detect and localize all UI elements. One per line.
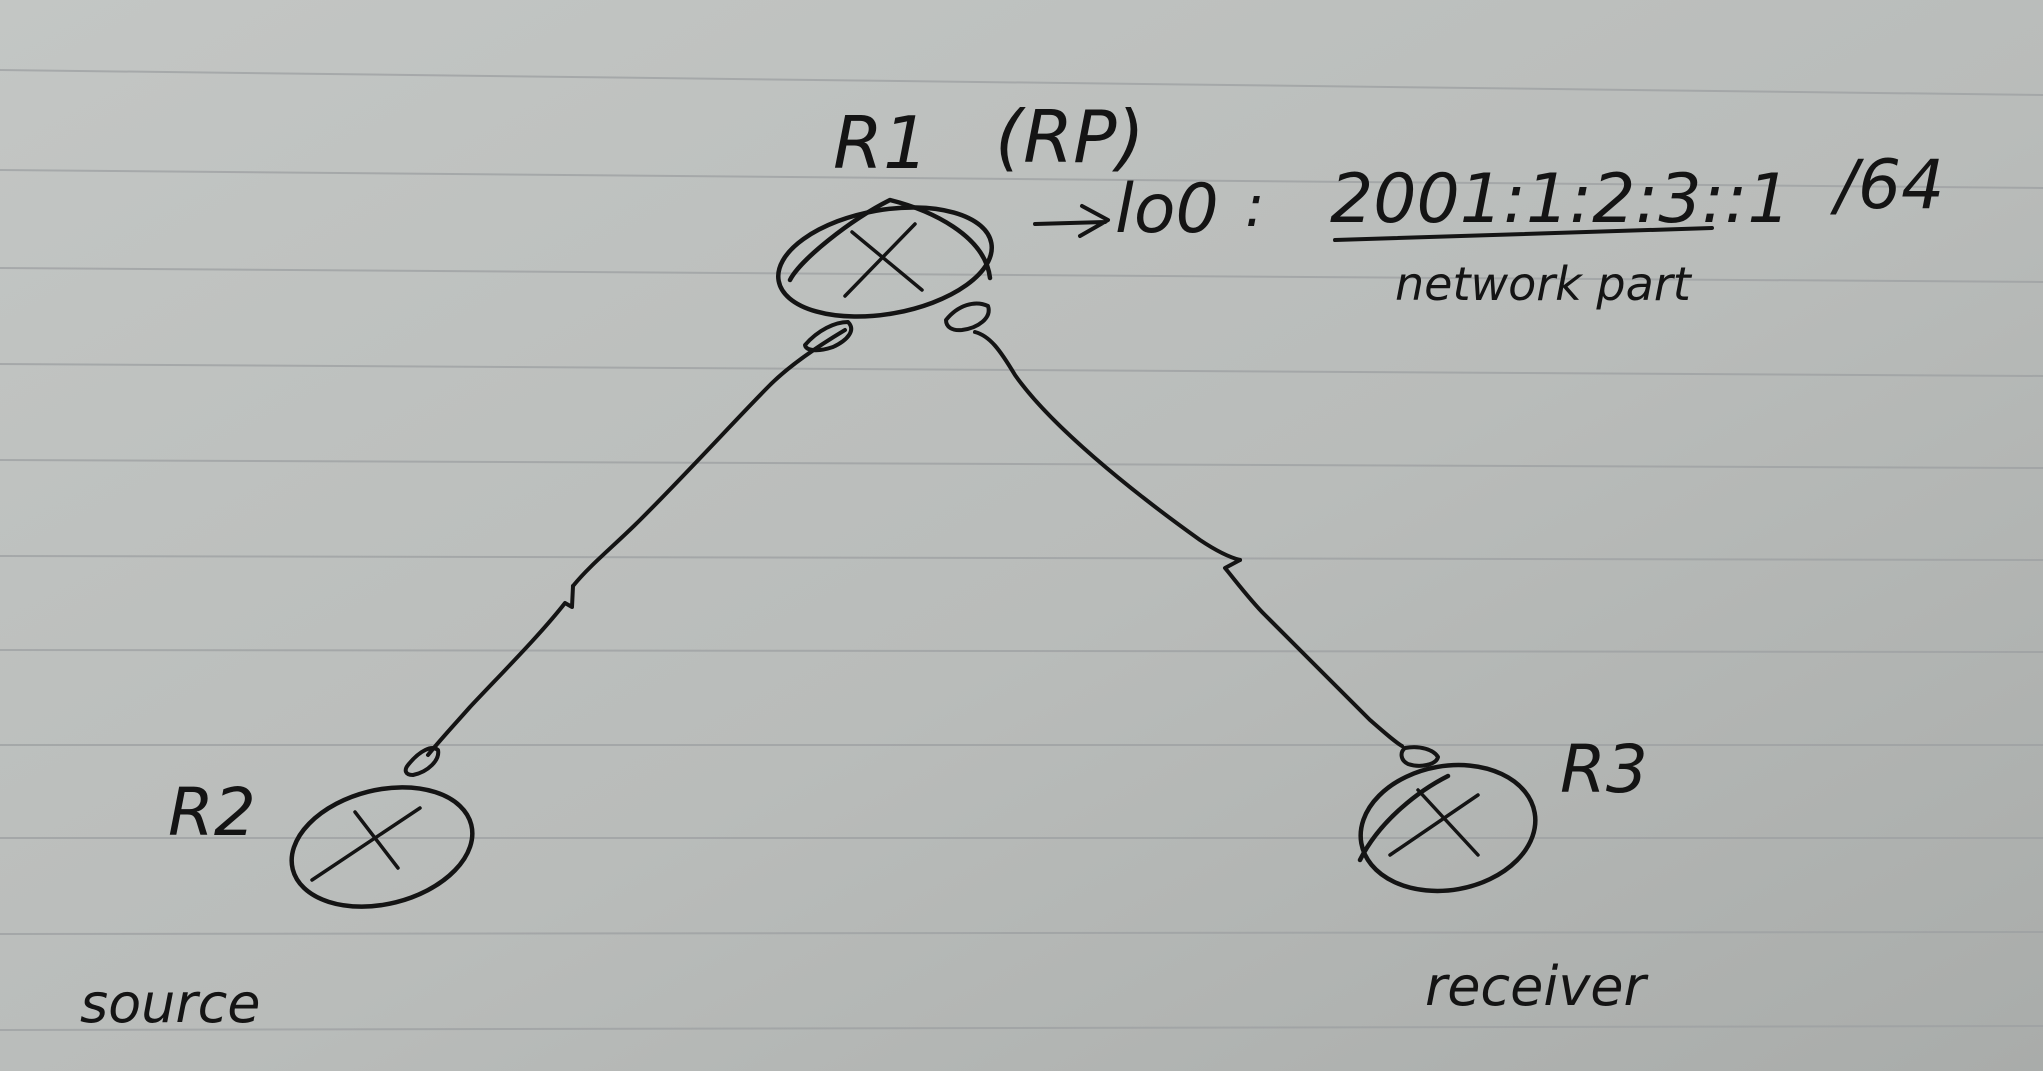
ruled-line <box>0 555 2043 561</box>
router-x-mark <box>843 222 924 298</box>
router-r1 <box>776 197 994 319</box>
ruled-line <box>0 459 2043 469</box>
router-r2-label: R2 <box>168 774 256 851</box>
loopback-interface: lo0 <box>1115 170 1219 249</box>
network-part-underline <box>1333 226 1714 242</box>
router-r2-role-label: source <box>80 972 261 1035</box>
router-r3-label: R3 <box>1560 731 1648 808</box>
ruled-line <box>0 1025 2043 1031</box>
ruled-line <box>0 69 2043 96</box>
router-r3 <box>1357 762 1538 894</box>
ruled-line <box>0 931 2043 935</box>
router-r3-role-label: receiver <box>1425 955 1649 1018</box>
ruled-line <box>0 363 2043 377</box>
router-r1-label: R1 <box>833 101 929 185</box>
loopback-address: 2001:1:2:3::1 <box>1330 160 1791 239</box>
router-x-mark <box>310 806 422 882</box>
loopback-prefix: /64 <box>1830 146 1944 225</box>
link-r1-r2 <box>403 320 854 777</box>
link-r1-r3 <box>944 301 1440 768</box>
ruled-line <box>0 267 2043 283</box>
ruled-line <box>0 169 2043 189</box>
network-part-note: network part <box>1395 257 1693 311</box>
arrow-icon <box>1033 204 1110 238</box>
router-r2 <box>289 785 475 909</box>
router-r1-role-label: (RP) <box>995 95 1145 179</box>
ruled-line <box>0 649 2043 653</box>
router-x-mark <box>1388 788 1480 857</box>
ruled-lines <box>0 69 2043 1031</box>
loopback-colon: : <box>1245 172 1265 240</box>
